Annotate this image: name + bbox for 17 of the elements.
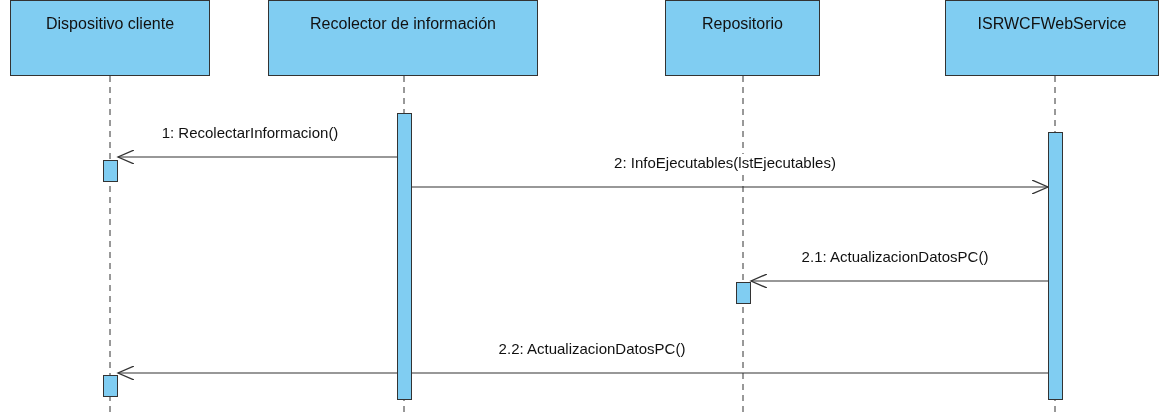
lifeline-name: Repositorio bbox=[701, 15, 784, 33]
lifeline-name: ISRWCFWebService bbox=[976, 15, 1128, 33]
message-label: 2: InfoEjecutables(lstEjecutables) bbox=[612, 154, 838, 171]
activation-bar bbox=[736, 282, 751, 304]
lifeline-name: Dispositivo cliente bbox=[44, 15, 176, 33]
message-arrow bbox=[411, 179, 1049, 195]
message-arrow bbox=[117, 149, 398, 165]
message-label: 1: RecolectarInformacion() bbox=[159, 124, 341, 141]
activation-bar bbox=[103, 375, 118, 397]
message-label: 2.1: ActualizacionDatosPC() bbox=[799, 248, 991, 265]
message-arrow bbox=[117, 365, 1049, 381]
activation-bar bbox=[1048, 132, 1063, 400]
activation-bar bbox=[103, 160, 118, 182]
message-arrow bbox=[750, 273, 1049, 289]
activation-bar bbox=[397, 113, 412, 400]
message-label: 2.2: ActualizacionDatosPC() bbox=[496, 340, 688, 357]
lifeline-name: Recolector de información bbox=[309, 15, 497, 33]
